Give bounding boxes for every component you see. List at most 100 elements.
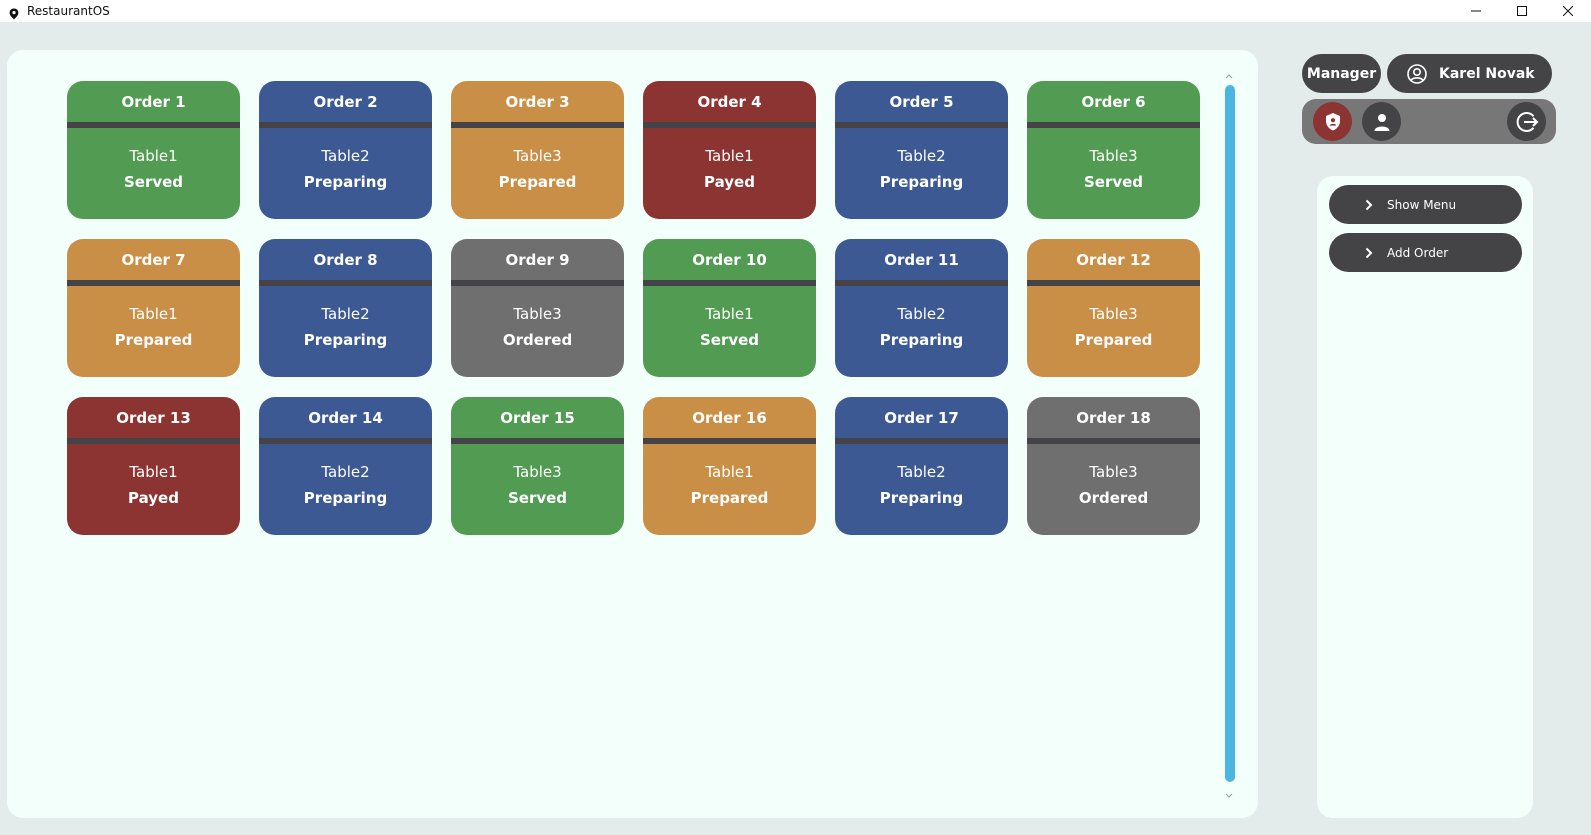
- order-table: Table3: [513, 305, 562, 323]
- order-divider: [1027, 122, 1200, 128]
- order-table: Table2: [321, 305, 370, 323]
- order-divider: [643, 438, 816, 444]
- show-menu-button[interactable]: Show Menu: [1329, 185, 1522, 224]
- order-status: Preparing: [879, 331, 964, 349]
- maximize-button[interactable]: [1499, 0, 1545, 22]
- minimize-icon: [1471, 10, 1481, 12]
- order-status: Served: [507, 489, 568, 507]
- order-status: Ordered: [502, 331, 573, 349]
- order-status: Payed: [704, 173, 755, 191]
- scroll-thumb[interactable]: [1225, 85, 1235, 782]
- orders-scrollbar[interactable]: [1222, 70, 1236, 800]
- order-title: Order 7: [121, 250, 186, 269]
- order-divider: [67, 438, 240, 444]
- order-divider: [259, 122, 432, 128]
- scroll-up-icon[interactable]: [1224, 72, 1234, 80]
- order-table: Table1: [129, 147, 178, 165]
- order-title: Order 15: [500, 408, 575, 427]
- order-divider: [259, 280, 432, 286]
- order-title: Order 8: [313, 250, 378, 269]
- order-title: Order 13: [116, 408, 191, 427]
- order-divider: [67, 122, 240, 128]
- order-divider: [835, 122, 1008, 128]
- order-title: Order 16: [692, 408, 767, 427]
- order-title: Order 10: [692, 250, 767, 269]
- user-profile-button[interactable]: Karel Novak: [1387, 54, 1552, 93]
- order-status: Ordered: [1078, 489, 1149, 507]
- admin-button[interactable]: [1313, 102, 1352, 141]
- user-button[interactable]: [1362, 102, 1401, 141]
- order-title: Order 3: [505, 92, 570, 111]
- order-table: Table2: [897, 305, 946, 323]
- order-title: Order 6: [1081, 92, 1146, 111]
- order-table: Table1: [705, 147, 754, 165]
- role-label: Manager: [1306, 65, 1377, 82]
- order-status: Preparing: [303, 173, 388, 191]
- order-divider: [451, 438, 624, 444]
- logout-icon: [1516, 111, 1538, 132]
- order-table: Table3: [513, 147, 562, 165]
- chevron-right-icon: [1365, 199, 1373, 211]
- window-title: RestaurantOS: [27, 4, 110, 18]
- order-status: Prepared: [114, 331, 193, 349]
- order-status: Preparing: [303, 331, 388, 349]
- order-title: Order 4: [697, 92, 762, 111]
- user-circle-icon: [1407, 63, 1427, 84]
- order-divider: [1027, 280, 1200, 286]
- order-divider: [67, 280, 240, 286]
- order-table: Table1: [129, 463, 178, 481]
- order-title: Order 11: [884, 250, 959, 269]
- order-title: Order 17: [884, 408, 959, 427]
- order-table: Table2: [321, 147, 370, 165]
- order-title: Order 5: [889, 92, 954, 111]
- minimize-button[interactable]: [1453, 0, 1499, 22]
- order-title: Order 12: [1076, 250, 1151, 269]
- scroll-down-icon[interactable]: [1224, 792, 1234, 800]
- order-divider: [643, 122, 816, 128]
- order-status: Prepared: [498, 173, 577, 191]
- logout-button[interactable]: [1507, 102, 1546, 141]
- order-status: Served: [1083, 173, 1144, 191]
- order-status: Preparing: [879, 173, 964, 191]
- side-panel: Show Menu Add Order: [1317, 176, 1533, 818]
- order-status: Payed: [128, 489, 179, 507]
- order-status: Preparing: [303, 489, 388, 507]
- order-divider: [259, 438, 432, 444]
- role-button[interactable]: Manager: [1302, 54, 1381, 93]
- order-divider: [835, 280, 1008, 286]
- user-name: Karel Novak: [1439, 65, 1535, 82]
- order-title: Order 14: [308, 408, 383, 427]
- close-button[interactable]: [1545, 0, 1591, 22]
- add-order-button[interactable]: Add Order: [1329, 233, 1522, 272]
- order-divider: [1027, 438, 1200, 444]
- order-title: Order 2: [313, 92, 378, 111]
